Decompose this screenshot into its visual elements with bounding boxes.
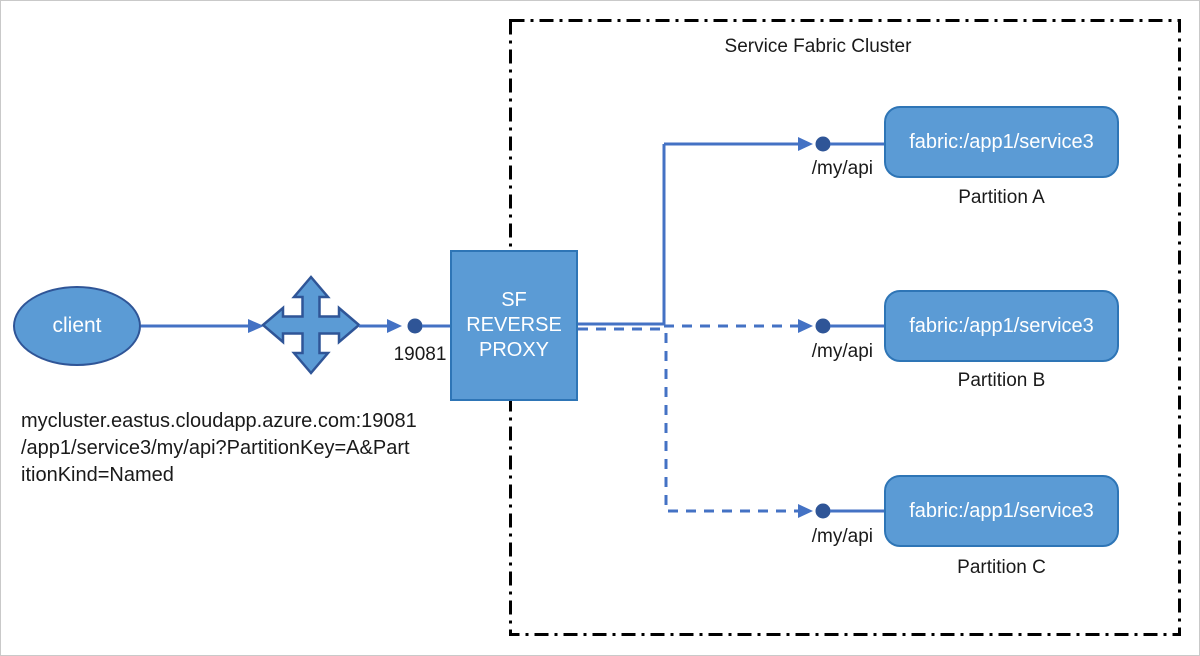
endpoint-dot — [815, 503, 831, 519]
cluster-boundary — [509, 19, 1181, 636]
endpoint-dot — [815, 318, 831, 334]
partition-b-path-label: /my/api — [811, 341, 873, 362]
partition-c-service-node: fabric:/app1/service3 — [884, 475, 1119, 547]
request-url-line: /app1/service3/my/api?PartitionKey=A&Par… — [21, 437, 410, 459]
arrowhead-icon — [798, 504, 813, 518]
partition-a-path-label: /my/api — [811, 158, 873, 179]
connector-client-to-router — [141, 319, 264, 333]
port-label: 19081 — [393, 344, 447, 365]
service-uri-label: fabric:/app1/service3 — [909, 130, 1094, 153]
client-node: client — [13, 286, 141, 366]
arrowhead-icon — [798, 319, 813, 333]
partition-a-service-node: fabric:/app1/service3 — [884, 106, 1119, 178]
cluster-title: Service Fabric Cluster — [724, 36, 912, 57]
service-uri-label: fabric:/app1/service3 — [909, 314, 1094, 337]
request-url-text: mycluster.eastus.cloudapp.azure.com:1908… — [21, 408, 417, 489]
move-4-way-arrow-icon — [261, 275, 361, 375]
partition-a-name: Partition A — [958, 187, 1045, 208]
connector-proxy-to-partition-a — [578, 136, 884, 326]
proxy-label-line: SF — [501, 289, 527, 311]
partition-c-path-label: /my/api — [811, 526, 873, 547]
reverse-proxy-node: SF REVERSE PROXY — [450, 250, 578, 401]
partition-b-service-node: fabric:/app1/service3 — [884, 290, 1119, 362]
arrowhead-icon — [248, 319, 264, 333]
connector-proxy-to-partition-b — [578, 318, 884, 334]
partition-c-name: Partition C — [957, 557, 1046, 578]
proxy-label-line: PROXY — [478, 339, 550, 361]
port-endpoint-dot — [407, 318, 423, 334]
connector-router-to-proxy — [359, 318, 450, 334]
partition-b-name: Partition B — [957, 370, 1046, 391]
connector-proxy-to-partition-c — [664, 333, 884, 519]
client-label: client — [52, 314, 102, 337]
request-url-line: mycluster.eastus.cloudapp.azure.com:1908… — [21, 410, 417, 432]
proxy-label-line: REVERSE — [466, 314, 562, 336]
arrowhead-icon — [387, 319, 402, 333]
request-url-line: itionKind=Named — [21, 464, 174, 486]
endpoint-dot — [815, 136, 831, 152]
arrowhead-icon — [798, 137, 813, 151]
service-uri-label: fabric:/app1/service3 — [909, 499, 1094, 522]
